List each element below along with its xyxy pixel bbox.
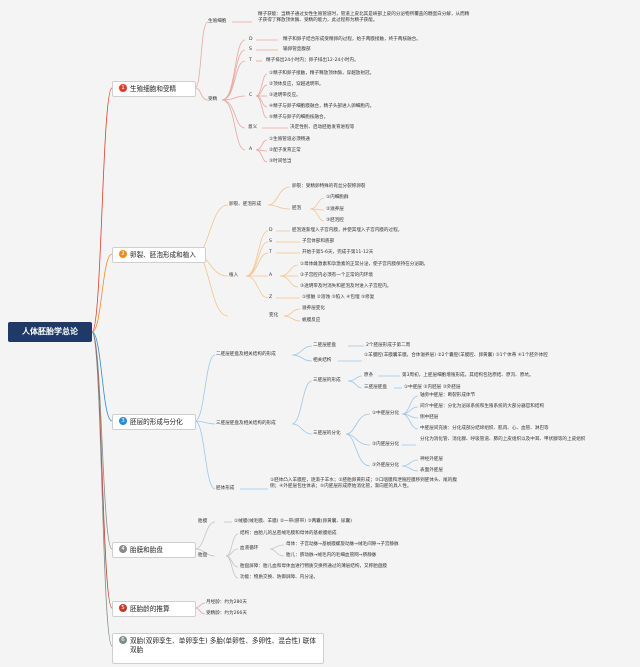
s3-bilaminar-node[interactable]: 二胚层胚盘及相关结构的形成: [216, 352, 276, 357]
s3-bilaminar-disc-text: 2个胚层形成于第二周: [366, 343, 411, 348]
s4-barrier-text: 胎盘屏障：胎儿血和母体血进行物质交换所通过的薄层结构，又称胎盘膜: [240, 564, 388, 569]
s1-condition-item-3: ③时间恰当: [269, 159, 292, 164]
s3-mesoderm-item-3: 侧中胚层: [420, 415, 439, 420]
s2-condition-item-3: ③透明带及时消失和胚泡及时进入子宫腔内。: [300, 284, 392, 289]
section-5-number: 5: [119, 604, 127, 612]
s3-mesoderm-item-2: 间介中胚层：分化为泌尿系统和生殖系统的大部分器官和结构: [420, 404, 545, 409]
s3-trilaminar-node[interactable]: 三胚层胚盘及相关结构的形成: [216, 421, 276, 426]
s1-definition-text: 精子和卵子结合形成受精卵的过程，始于两膜接触，终于两核融合。: [283, 37, 421, 42]
s5-menstrual-age: 月经龄：约为280天: [206, 600, 247, 605]
s3-related-structures-text: ①羊膜腔(羊膜囊羊膜，合体滋养层) ②2个囊腔(羊膜腔、卵黄囊) ③1个体蒂 ④…: [364, 353, 548, 358]
s1-germ-cell-node[interactable]: 生殖细胞: [208, 19, 227, 24]
s2-s-label: S: [269, 239, 272, 244]
s3-mesoderm-item-1: 轴旁中胚层：断裂形成体节: [420, 393, 476, 398]
s1-significance-node[interactable]: 意义: [248, 125, 258, 130]
section-4-number: 4: [119, 545, 127, 553]
section-3-label: 胚层的形成与分化: [130, 418, 183, 426]
s4-placenta-node[interactable]: 胎盘: [198, 553, 208, 558]
s2-implantation-node[interactable]: 植入: [229, 273, 239, 278]
s2-condition-item-1: ①母体雌激素和孕激素的正常分泌，使子宫内膜保持在分泌期。: [300, 262, 429, 267]
s2-change-item-1: 滋养层变化: [302, 306, 325, 311]
s1-condition-item-2: ②配子发育正常: [269, 148, 301, 153]
s1-t-label: T: [249, 58, 252, 63]
s2-condition-item-2: ②子宫腔内必须有一个正常的内环境: [300, 273, 374, 278]
s1-condition-item-1: ①生殖管道必须畅通: [269, 137, 310, 142]
s1-fertilization-node[interactable]: 受精: [208, 97, 218, 102]
s4-function-text: 功能：物质交换、防御屏障、内分泌。: [240, 575, 319, 580]
s3-primitive-streak-node[interactable]: 原条: [364, 373, 374, 378]
s1-process-item-1: ①精子和卵子接触，精子释放顶体酶，穿越放射冠。: [269, 71, 375, 76]
s4-fetal-membranes-node[interactable]: 胎膜: [198, 519, 208, 524]
s1-process-item-4: ④精子与卵子细胞膜融合，精子头部进入卵细胞内。: [269, 104, 375, 109]
s2-process-text: ①接触 ②溶蚀 ③陷入 ④包埋 ⑤修复: [302, 295, 375, 300]
s2-change-node[interactable]: 变化: [269, 313, 279, 318]
s2-change-item-2: 蜕膜反应: [302, 318, 321, 323]
root-node[interactable]: 人体胚胎学总论: [8, 322, 92, 342]
s3-mesoderm-item-4: 中胚层间充质：分化成部分结缔组织、肌肉、心、血管、淋巴等: [420, 426, 549, 431]
s1-s-label: S: [249, 47, 252, 52]
section-3-number: 3: [119, 417, 127, 425]
s3-trilaminar-formation-node[interactable]: 三胚层的形成: [313, 378, 341, 383]
section-2-number: 2: [119, 250, 127, 258]
s2-cleavage-text: 卵裂：受精卵特殊的有丝分裂称卵裂: [292, 184, 366, 189]
s1-capacitation-text: 精子获能：当精子通过女性生殖管道时，管道上皮北其是峡部上皮的分泌物所覆盖的糖蛋白…: [258, 12, 470, 23]
s1-c-label: C: [249, 93, 253, 98]
s2-z-label: Z: [269, 295, 273, 300]
s4-fetal-membranes-text: ①绒膜(绒毛膜、羊膜) ②一带(脐带) ③两囊(卵黄囊、尿囊): [234, 519, 352, 524]
s2-site-text: 子宫体部和底部: [302, 239, 335, 244]
section-6-label: 双胎(双卵孪生、单卵孪生) 多胎(单卵性、多卵性、混合性) 联体双胎: [130, 637, 316, 654]
s3-bilaminar-disc-node[interactable]: 二胚层胚盘: [313, 343, 336, 348]
s3-trilaminar-disc-node[interactable]: 三胚层胚盘: [364, 385, 387, 390]
s5-fertilization-age: 受精龄：约为266天: [206, 611, 247, 616]
s3-ectoderm-node[interactable]: ③外胚层分化: [372, 463, 400, 468]
s1-site-text: 输卵管壶腹部: [283, 47, 311, 52]
section-6-number: 6: [119, 636, 127, 644]
s2-time-text: 开始于第5-6天，完成于第11-12天: [302, 250, 374, 255]
s3-embryo-body-node[interactable]: 胚体形成: [216, 486, 235, 491]
s2-definition-text: 胚泡逐渐埋入子宫内膜，并使其埋入子宫内膜的过程。: [292, 228, 403, 233]
s3-mesoderm-node[interactable]: ①中胚层分化: [372, 411, 400, 416]
s4-fetal-circulation: 胎儿：脐动脉→绒毛内的毛细血管网→脐静脉: [286, 553, 377, 558]
s2-t-label: T: [269, 250, 272, 255]
section-5-label: 胚胎龄的推算: [130, 605, 170, 613]
s3-differentiation-node[interactable]: 三胚层的分化: [313, 431, 341, 436]
s1-d-label: D: [249, 37, 253, 42]
section-1-label: 生殖细胞和受精: [130, 85, 177, 93]
s3-ectoderm-item-2: 表面外胚层: [420, 468, 443, 473]
section-4-label: 胎膜和胎盘: [130, 546, 163, 554]
s1-a-label: A: [249, 147, 253, 152]
s1-process-item-3: ③透明带反应。: [269, 93, 301, 98]
s3-embryo-body-text: ①胚体凸入羊膜腔，逐渐于羊水；②胚胎卵黄形成；③口咽膜和泄殖腔膜移到胚体头、尾的…: [270, 478, 457, 489]
section-2-label: 卵裂、胚泡形成和植入: [130, 251, 196, 259]
s2-d-label: D: [269, 228, 273, 233]
s2-blastocyst-node[interactable]: 胚泡: [292, 206, 302, 211]
s2-a-label: A: [269, 273, 273, 278]
s3-ectoderm-item-1: 神经外胚层: [420, 457, 443, 462]
s1-process-item-2: ②顶体反应，穿越透明带。: [269, 82, 324, 87]
s2-blastocyst-item-3: ③胚泡腔: [326, 218, 344, 223]
s3-related-structures-node[interactable]: 相关结构: [313, 358, 332, 363]
s2-blastocyst-item-1: ①内细胞群: [326, 195, 349, 200]
s2-cleavage-node[interactable]: 卵裂、胚泡形成: [229, 202, 262, 207]
s4-structure-text: 结构：由胎儿的丛密绒毛膜和母体的基蜕膜组成: [240, 531, 337, 536]
s3-endoderm-node[interactable]: ②内胚层分化: [372, 442, 400, 447]
s1-significance-text: 决定性别、启动胚胎发育进程等: [290, 125, 355, 130]
s2-blastocyst-item-2: ②滋养层: [326, 207, 344, 212]
s4-maternal-circulation: 母体：子宫动脉→基蜕膜螺旋动脉→绒毛间隙→子宫静脉: [286, 542, 399, 547]
section-1-number: 1: [119, 84, 127, 92]
s3-primitive-streak-text: 第3周初，上胚层细胞增殖形成，其结构包括原结、原沟、原坑。: [402, 373, 534, 378]
s1-time-text: 精子排出24小时内；卵子排出12-24小时内。: [266, 58, 359, 63]
s1-process-item-5: ⑤精子与卵子的细胞核融合。: [269, 115, 329, 120]
s3-trilaminar-disc-text: ①中胚层 ②内胚层 ③外胚层: [404, 385, 461, 390]
s4-circulation-node[interactable]: 血液循环: [240, 546, 259, 551]
s3-endoderm-text: 分化为消化管、消化腺、呼吸管道、肺的上皮组织以及中耳、甲状腺等的上皮组织: [420, 437, 586, 442]
